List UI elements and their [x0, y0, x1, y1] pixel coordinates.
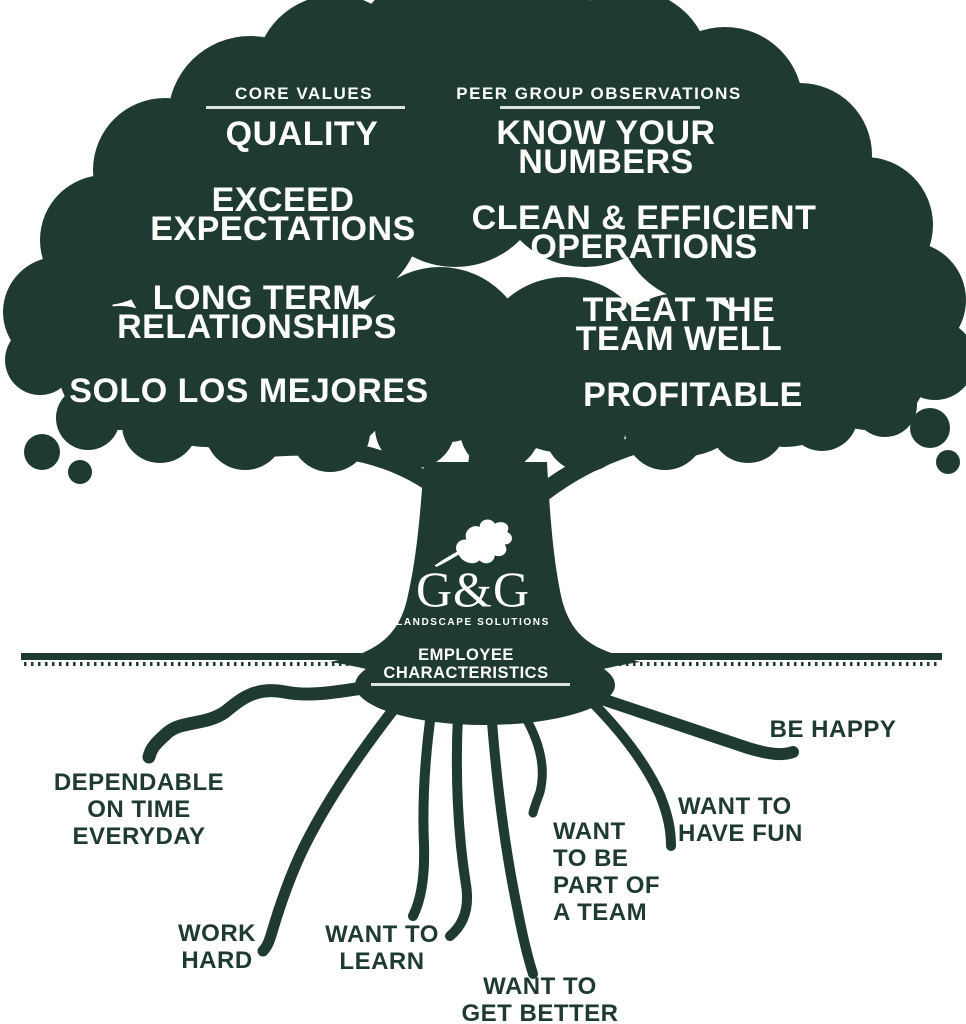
label-line: EVERYDAY	[72, 823, 206, 850]
label-line: PROFITABLE	[583, 376, 803, 414]
root-item-want-to-get-better: WANT TO GET BETTER	[461, 973, 618, 1024]
root-item-be-happy: BE HAPPY	[770, 716, 897, 743]
peer-item-know-your-numbers: KNOW YOUR NUMBERS	[496, 114, 716, 181]
label-line: WANT TO	[325, 921, 439, 948]
label-line: KNOW YOUR	[496, 114, 716, 152]
root-item-dependable-on-time-everyday: DEPENDABLE ON TIME EVERYDAY	[54, 769, 224, 850]
label-line: DEPENDABLE	[53, 769, 225, 796]
label-line: TEAM WELL	[575, 320, 783, 358]
label-line: WANT TO	[483, 973, 597, 1000]
label-line: PART OF	[553, 872, 661, 899]
label-line: HAVE FUN	[678, 820, 803, 847]
label-line: WANT TO	[678, 793, 792, 820]
label-line: EXCEED	[211, 181, 355, 219]
label-line: GET BETTER	[461, 1000, 619, 1024]
label-line: EMPLOYEE	[418, 646, 514, 664]
label-line: TREAT THE	[582, 291, 776, 329]
label-line: LONG TERM	[152, 279, 362, 317]
peer-item-profitable: PROFITABLE	[583, 376, 803, 414]
logo-wordmark: G&G	[415, 561, 531, 617]
label-line: BE HAPPY	[769, 716, 897, 743]
label-line: WANT	[553, 818, 626, 845]
label-line: CHARACTERISTICS	[383, 663, 549, 682]
label-line: ON TIME	[87, 796, 191, 823]
label-line: EXPECTATIONS	[150, 210, 416, 248]
core-value-solo-los-mejores: SOLO LOS MEJORES	[69, 372, 429, 410]
label-line: OPERATIONS	[530, 228, 758, 266]
employee-characteristics-underline	[371, 683, 570, 686]
label-line: LEARN	[339, 948, 425, 975]
label-line: A TEAM	[553, 899, 648, 926]
label-line: RELATIONSHIPS	[117, 308, 397, 346]
tree-canopy	[3, 0, 966, 498]
peer-item-treat-the-team-well: TREAT THE TEAM WELL	[575, 291, 783, 358]
core-value-long-term-relationships: LONG TERM RELATIONSHIPS	[117, 279, 397, 346]
label-line: QUALITY	[225, 115, 379, 153]
label-line: TO BE	[553, 845, 629, 872]
root-item-want-to-learn: WANT TO LEARN	[325, 921, 439, 975]
peer-group-underline	[500, 106, 700, 109]
label-line: NUMBERS	[518, 143, 694, 181]
root-item-want-to-be-part-of-a-team: WANT TO BE PART OF A TEAM	[553, 818, 660, 926]
label-line: WORK	[178, 920, 256, 947]
label-line: HARD	[181, 947, 253, 974]
peer-group-header: PEER GROUP OBSERVATIONS	[456, 84, 742, 103]
oak-leaf-icon	[383, 517, 563, 567]
core-values-underline	[206, 106, 405, 109]
employee-characteristics-header: EMPLOYEE CHARACTERISTICS	[383, 646, 549, 682]
logo-tagline: LANDSCAPE SOLUTIONS	[396, 617, 550, 628]
core-values-header: CORE VALUES	[234, 84, 374, 103]
peer-item-clean-efficient-operations: CLEAN & EFFICIENT OPERATIONS	[471, 199, 817, 266]
tree-roots	[142, 675, 799, 979]
core-value-exceed-expectations: EXCEED EXPECTATIONS	[150, 181, 416, 248]
root-item-work-hard: WORK HARD	[178, 920, 256, 974]
tree-branches	[179, 375, 887, 514]
core-value-quality: QUALITY	[225, 115, 379, 153]
company-logo: G&G LANDSCAPE SOLUTIONS	[383, 517, 563, 628]
label-line: CLEAN & EFFICIENT	[471, 199, 817, 237]
root-item-want-to-have-fun: WANT TO HAVE FUN	[678, 793, 803, 847]
label-line: SOLO LOS MEJORES	[69, 372, 429, 410]
ground-line	[21, 653, 942, 666]
